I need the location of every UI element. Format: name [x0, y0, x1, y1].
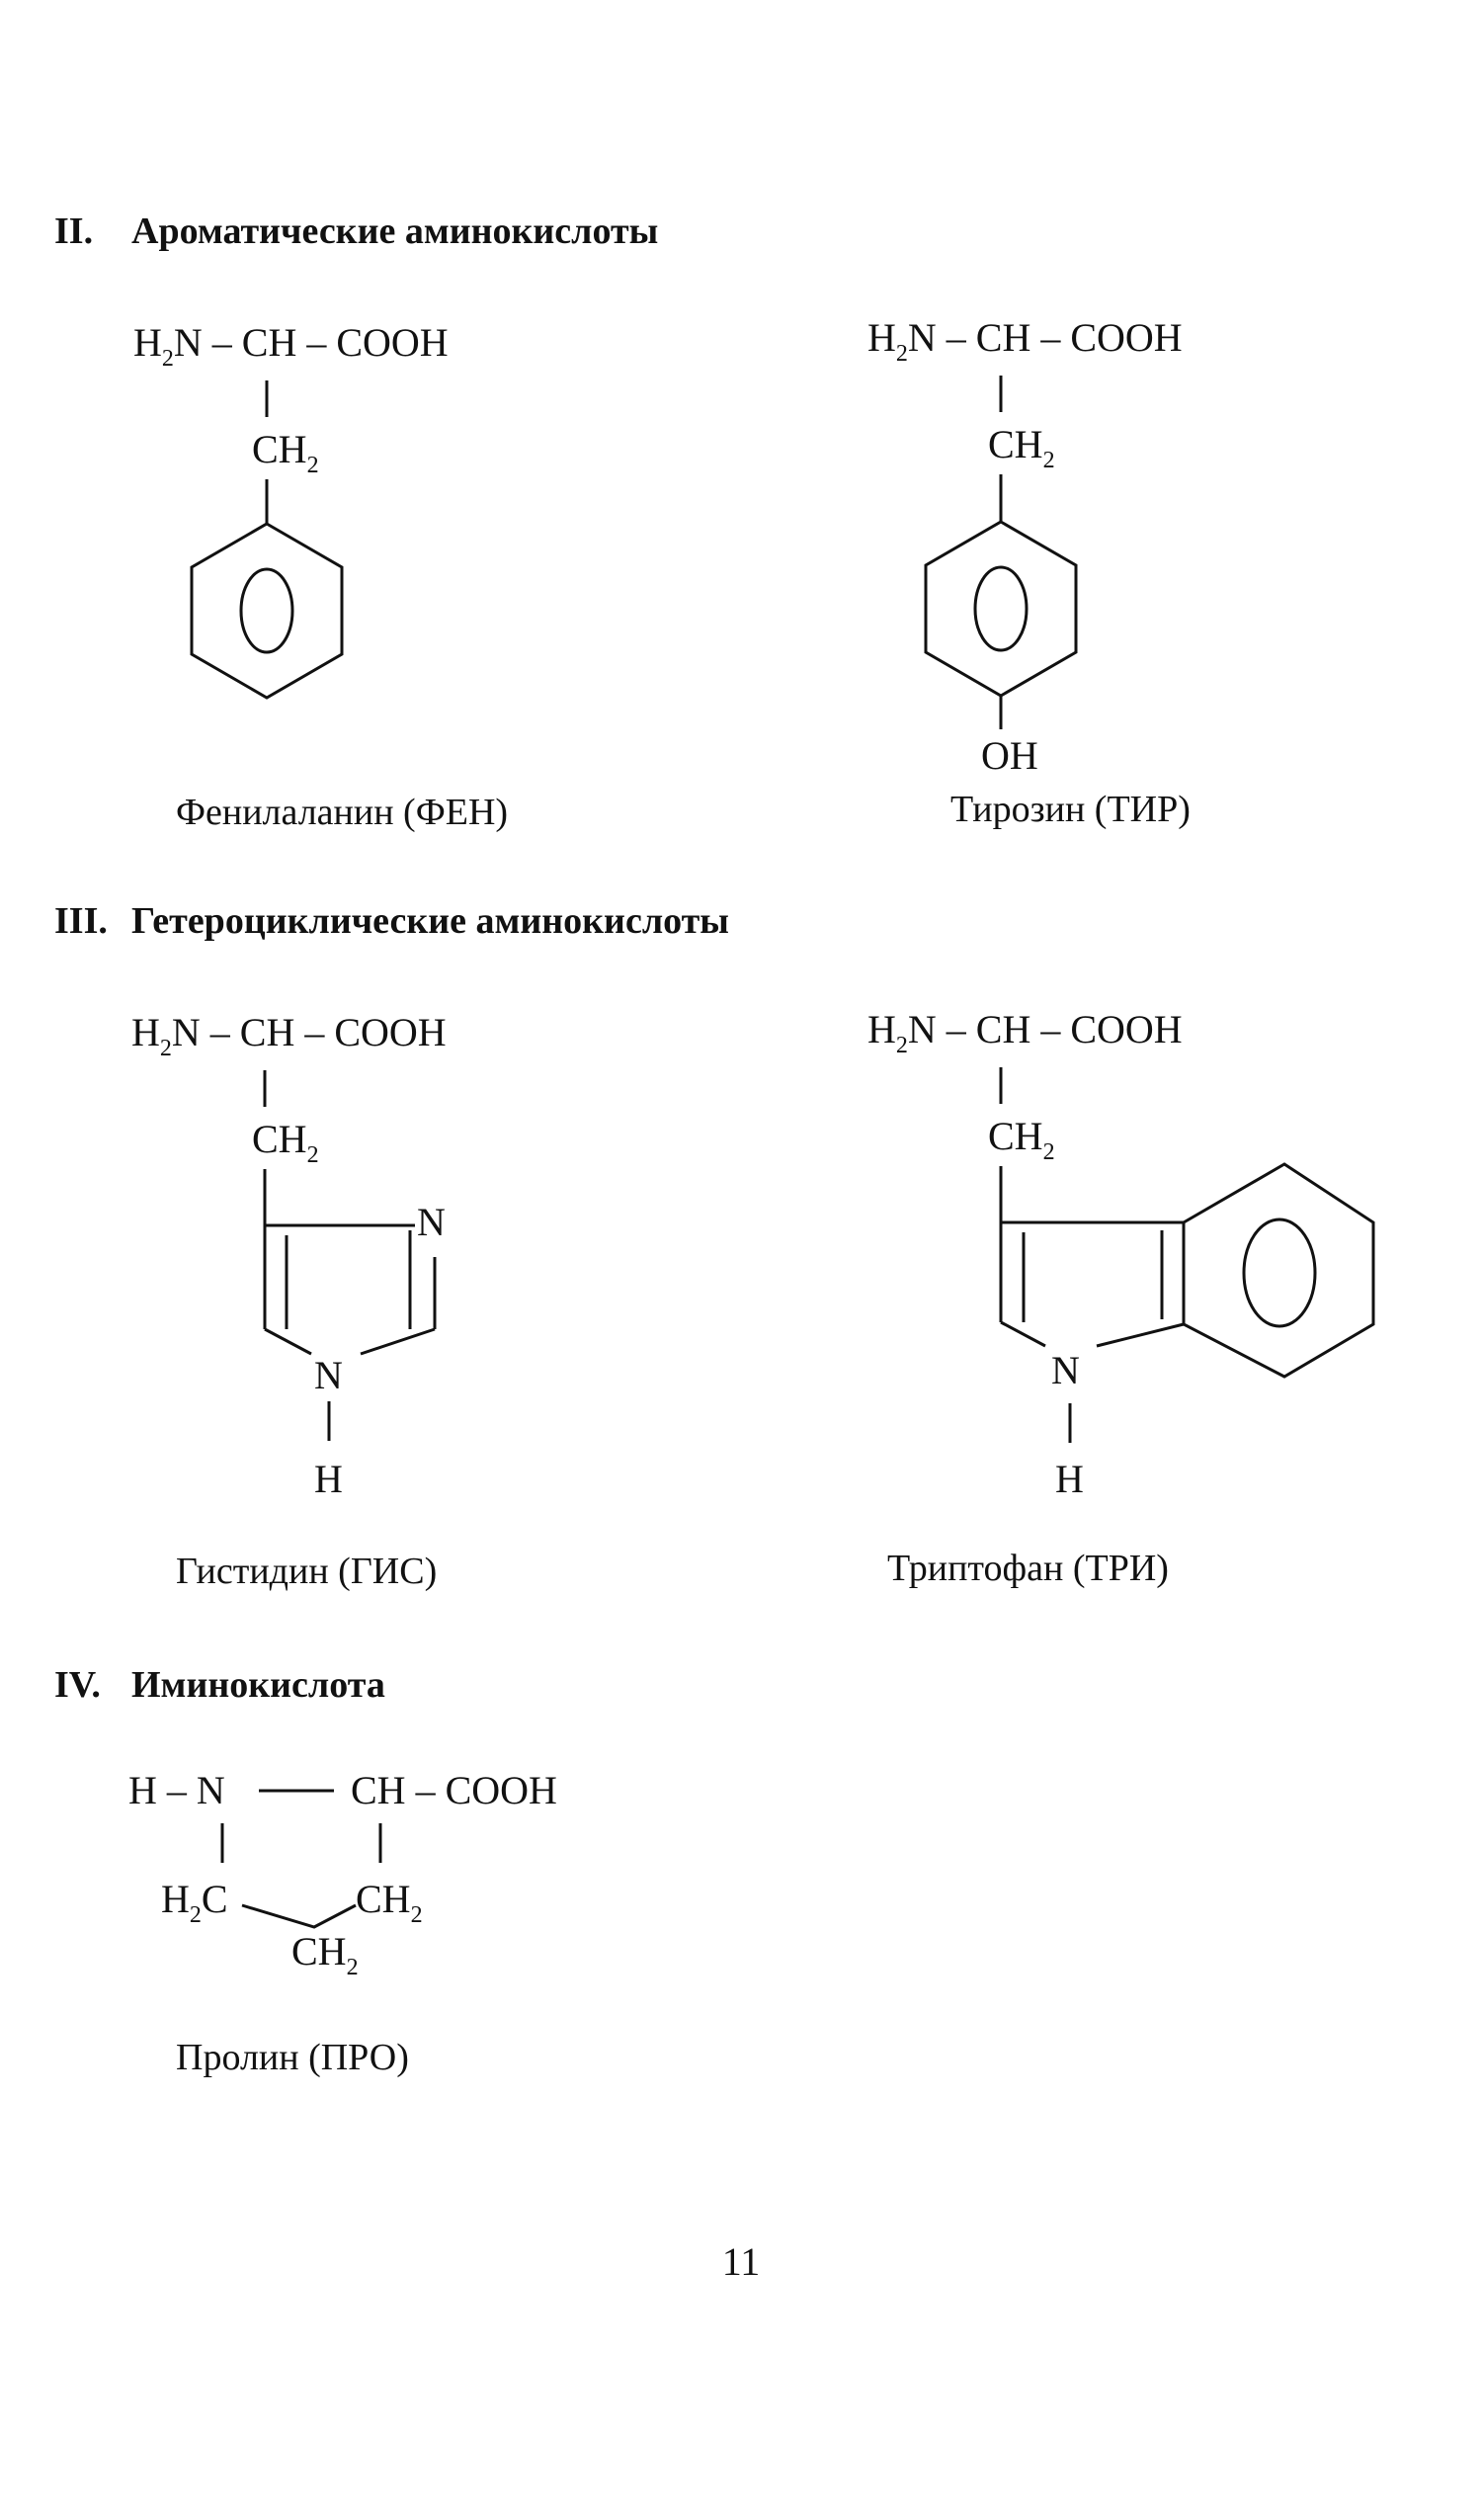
aromatic-circle	[239, 567, 294, 654]
proline-methylene: CH2	[356, 1877, 423, 1928]
benzene-ring	[1182, 1162, 1375, 1379]
amino-acid-backbone: H2N – CH – COOH	[867, 1007, 1183, 1058]
proline-carboxyl-side: CH – COOH	[351, 1768, 557, 1812]
methylene-group: CH2	[988, 422, 1055, 473]
section-number: II.	[54, 210, 94, 252]
page-number: 11	[721, 2239, 761, 2284]
section-imino-heading: IV. Иминокислота	[54, 1663, 385, 1707]
bond-line	[1000, 1320, 1046, 1348]
section-title: Иминокислота	[131, 1664, 385, 1706]
hydrogen-atom: H	[1055, 1457, 1084, 1501]
section-number: III.	[54, 900, 108, 942]
proline-methylene: CH2	[291, 1929, 359, 1980]
section-heterocyclic-heading: III. Гетероциклические аминокислоты	[54, 899, 729, 943]
section-title: Ароматические аминокислоты	[131, 210, 659, 252]
ring-nitrogen: N	[417, 1200, 446, 1244]
bond-line	[1096, 1322, 1185, 1348]
caption-tyrosine: Тирозин (ТИР)	[950, 789, 1191, 830]
aromatic-circle	[973, 565, 1029, 652]
benzene-ring	[190, 522, 344, 700]
ring-nitrogen: N	[314, 1353, 343, 1397]
caption-tryptophan: Триптофан (ТРИ)	[887, 1548, 1169, 1589]
caption-histidine: Гистидин (ГИС)	[176, 1551, 438, 1592]
amino-acid-backbone: H2N – CH – COOH	[131, 1010, 447, 1061]
proline-amine: H – N	[128, 1768, 225, 1812]
caption-phenylalanine: Фенилаланин (ФЕН)	[176, 792, 509, 833]
caption-proline: Пролин (ПРО)	[176, 2037, 409, 2078]
amino-acid-backbone: H2N – CH – COOH	[133, 320, 449, 372]
section-number: IV.	[54, 1664, 101, 1706]
bond-line	[241, 1903, 357, 1929]
methylene-group: CH2	[988, 1114, 1055, 1165]
proline-methylene: H2C	[161, 1877, 228, 1928]
aromatic-circle	[1242, 1218, 1317, 1328]
hydrogen-atom: H	[314, 1457, 343, 1501]
methylene-group: CH2	[252, 1117, 319, 1168]
bond-line	[264, 1327, 312, 1356]
bond-line	[360, 1327, 436, 1356]
ring-nitrogen: N	[1051, 1348, 1080, 1392]
section-aromatic-heading: II. Ароматические аминокислоты	[54, 210, 658, 253]
methylene-group: CH2	[252, 427, 319, 478]
hydroxyl-group: OH	[981, 733, 1038, 778]
section-title: Гетероциклические аминокислоты	[131, 900, 729, 942]
amino-acid-backbone: H2N – CH – COOH	[867, 315, 1183, 367]
